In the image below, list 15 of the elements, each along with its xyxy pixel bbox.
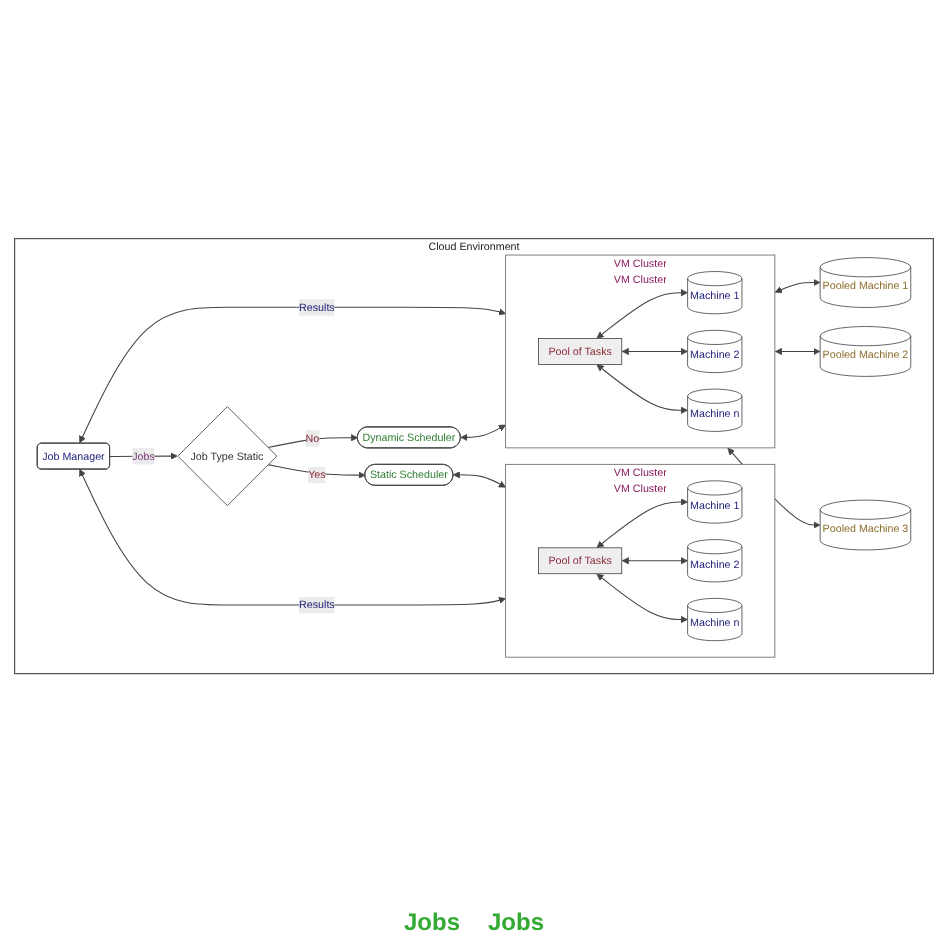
arrow [596, 288, 688, 339]
arrow [596, 498, 688, 548]
edge-note: Jobs [403, 908, 460, 936]
edge-note: Jobs [488, 908, 545, 936]
arrow [621, 347, 688, 355]
arrow [452, 471, 506, 488]
arrow [79, 468, 506, 606]
arrow [460, 424, 506, 441]
arrow [596, 364, 688, 414]
arrow [774, 347, 821, 355]
arrow [79, 306, 506, 444]
arrow [621, 557, 688, 565]
arrow [774, 278, 821, 293]
arrow [596, 573, 688, 624]
arrow [267, 434, 359, 448]
